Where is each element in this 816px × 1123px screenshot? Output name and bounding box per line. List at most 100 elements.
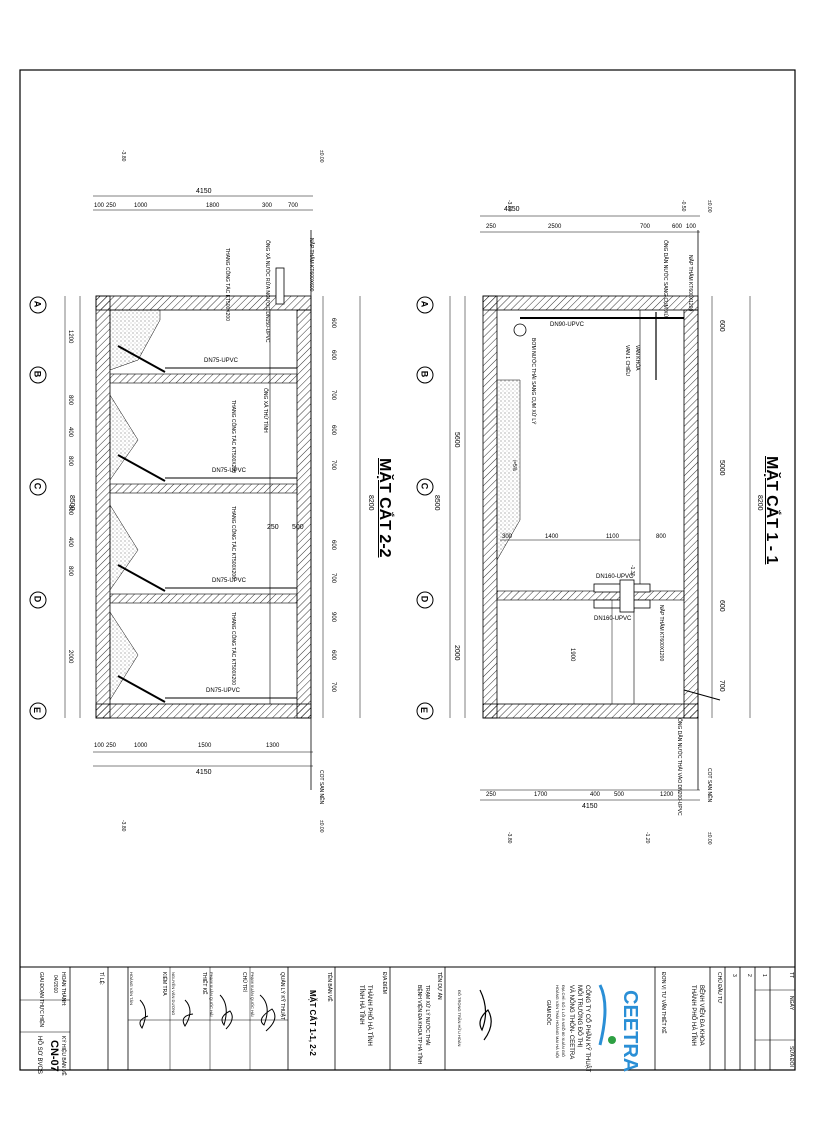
finish-date: 04/2010	[52, 975, 58, 994]
s11-right-wall	[683, 309, 699, 719]
s22-sub-dim-6: 700	[330, 460, 336, 471]
s22-bottom-dim-5: 1300	[266, 743, 280, 749]
s22-level-e: COT SAN NỀN	[318, 770, 324, 805]
s11-left-dim-2: 2000	[453, 645, 460, 661]
s22-left-dim-4: 400	[67, 427, 73, 438]
rev-row-3: 3	[731, 974, 737, 977]
location-2: TỈNH HÀ TĨNH	[358, 985, 364, 1025]
owner-place: THÀNH PHỐ HÀ TĨNH	[690, 985, 696, 1046]
s22-level-b: ±0.00	[318, 150, 324, 163]
s11-label-manhole-2: NẮP THĂM KT600X1200	[658, 605, 664, 662]
s11-level-b: -0.50	[680, 200, 686, 212]
chutri-label: CHỦ TRÌ	[241, 972, 247, 993]
kiemtra-label: KIỂM TRA	[161, 972, 167, 996]
s22-label-250: 250	[267, 524, 279, 531]
signature-chutri	[219, 994, 233, 1030]
s11-level-f: -3.80	[506, 832, 512, 844]
s22-left-wall	[95, 295, 111, 719]
s11-bottom-dim-4: 500	[614, 792, 625, 798]
s11-label-dn160-b: DN160-UPVC	[594, 616, 632, 622]
consult-label: ĐƠN VỊ TƯ VẤN THIẾT KẾ	[660, 972, 666, 1034]
s11-label-manhole-1: NẮP THĂM KT600X1200	[687, 255, 693, 312]
s22-partition-d	[109, 593, 298, 604]
s22-sub-dim-9: 700	[330, 573, 336, 584]
s11-label-pipe-to: ỐNG DẪN NƯỚC SANG CỤM XỬ	[662, 240, 668, 318]
s11-inner-dim-3: 1100	[606, 534, 619, 540]
s11-top-dim-1: 250	[486, 224, 497, 230]
s22-sub-dim-12: 600	[330, 650, 336, 661]
s11-length-outer: 8500	[433, 495, 440, 511]
axis-b-right: B	[419, 370, 430, 378]
company-addr-1: ĐỊA CHỈ: SỐ 1 LÔ 8 NGÕ 80 XUÂN GIỎ	[561, 985, 566, 1058]
s11-length-inner: 8200	[756, 495, 763, 511]
s11-left-dim-1: 5600	[453, 432, 460, 448]
s22-left-dim-8: 400	[67, 537, 73, 548]
thietke-name: NGUYỄN VĂN DƯƠNG	[171, 972, 176, 1016]
section-2-2-title: MẶT CẮT 2-2	[376, 458, 393, 558]
s22-bottom-dim-3: 1000	[134, 743, 148, 749]
axis-d-left: D	[32, 595, 43, 603]
s22-bottom-dim-4: 1500	[198, 743, 212, 749]
s22-label-backwash: ỐNG XẢ NƯỚC RỬA NGƯỢC DN150-UPVC	[264, 240, 270, 343]
owner-name: BỆNH VIỆN ĐA KHOA	[698, 985, 704, 1046]
signature-qlkt	[259, 994, 276, 1032]
s11-level-h: COT SAN NỀN	[706, 768, 712, 803]
s22-left-dim-3: 800	[67, 395, 73, 406]
s22-label-ladder-4: THANG CÔNG TÁC KT500X200	[230, 612, 236, 685]
chutri-name: PHẠM XUÂN QUỐC HẢI	[209, 972, 214, 1017]
s11-bottom-dim-2: 1700	[534, 792, 548, 798]
s22-top-dim-4: 1800	[206, 203, 220, 209]
symbol-value: CN-07	[48, 1040, 60, 1072]
s11-level-a: ±0.00	[706, 200, 712, 213]
thietke-label: THIẾT KẾ	[201, 972, 207, 995]
s22-width-dim: 4150	[196, 188, 212, 195]
s22-hopper-3	[109, 504, 139, 591]
s11-width-dim-bottom: 4150	[582, 803, 598, 810]
project-name-1: TRẠM XỬ LÝ NƯỚC THẢI	[424, 985, 430, 1046]
company-name-1: CÔNG TY CỔ PHẦN KỸ THUẬT	[584, 985, 590, 1073]
project-name-2: BỆNH VIỆN ĐA KHOA TP HÀ TĨNH	[416, 985, 422, 1065]
s11-sludge-slope	[496, 379, 521, 561]
s11-label-valve: VAN KHÓA	[634, 345, 640, 371]
axis-markers	[29, 296, 434, 720]
director-name: ĐỖ TRỌNG TRẦN HỮU HOÀN	[457, 990, 462, 1047]
s22-bottom-wall	[95, 703, 312, 719]
rev-header-tt: TT	[788, 972, 794, 979]
s11-bottom-dim-3: 400	[590, 792, 601, 798]
project-label: TÊN DỰ ÁN	[436, 972, 442, 1000]
sheet-border	[19, 69, 796, 1071]
s22-left-dim-1: 1200	[67, 330, 73, 344]
s22-level-a: -3.80	[120, 150, 126, 162]
s22-top-dim-1: 100	[94, 203, 105, 209]
s22-label-500: 500	[292, 524, 304, 531]
s22-left-dim-5: 800	[67, 456, 73, 467]
s11-inner-dim-4: 800	[656, 534, 667, 540]
phase-label: GIAI ĐOẠN THỰC HIỆN	[38, 972, 44, 1028]
s22-bottom-dim-2: 250	[106, 743, 117, 749]
s11-bottom-wall	[482, 703, 699, 719]
s22-label-ladder-3: THANG CÔNG TÁC KT500X200	[230, 506, 236, 579]
s22-sub-dim-8: 600	[330, 540, 336, 551]
kiemtra-name: HOÀNG VĂN TÂN	[129, 972, 134, 1006]
s22-top-dim-5: 300	[262, 203, 273, 209]
s22-partition-b	[109, 373, 298, 384]
s11-label-dn90: DN90-UPVC	[550, 322, 585, 328]
s22-label-test-drain: ỐNG XẢ THỬ TÍNH	[262, 388, 268, 433]
s11-bottom-dim-1: 250	[486, 792, 497, 798]
s11-label-slope: i=5%	[511, 460, 517, 472]
axis-e-left: E	[32, 706, 43, 714]
rev-header-date: NGÀY	[788, 996, 794, 1011]
s22-label-dn75-4: DN75-UPVC	[206, 688, 241, 694]
s22-label-manhole: NẮP THĂM KT600X600	[308, 238, 314, 292]
axis-a-right: A	[419, 300, 430, 308]
s11-level-g: -1.30	[629, 565, 635, 577]
s22-sub-dim-11: 900	[330, 612, 336, 623]
s22-top-dim-6: 700	[288, 203, 299, 209]
axis-d-right: D	[419, 595, 430, 603]
axis-c-right: C	[419, 482, 430, 490]
s22-top-dim-2: 250	[106, 203, 117, 209]
rev-row-1: 1	[761, 974, 767, 977]
finish-label: HOÀN THÀNH:	[60, 972, 66, 1007]
axis-c-left: C	[32, 482, 43, 490]
section-1-1-title: MẶT CẮT 1 - 1	[763, 456, 780, 565]
